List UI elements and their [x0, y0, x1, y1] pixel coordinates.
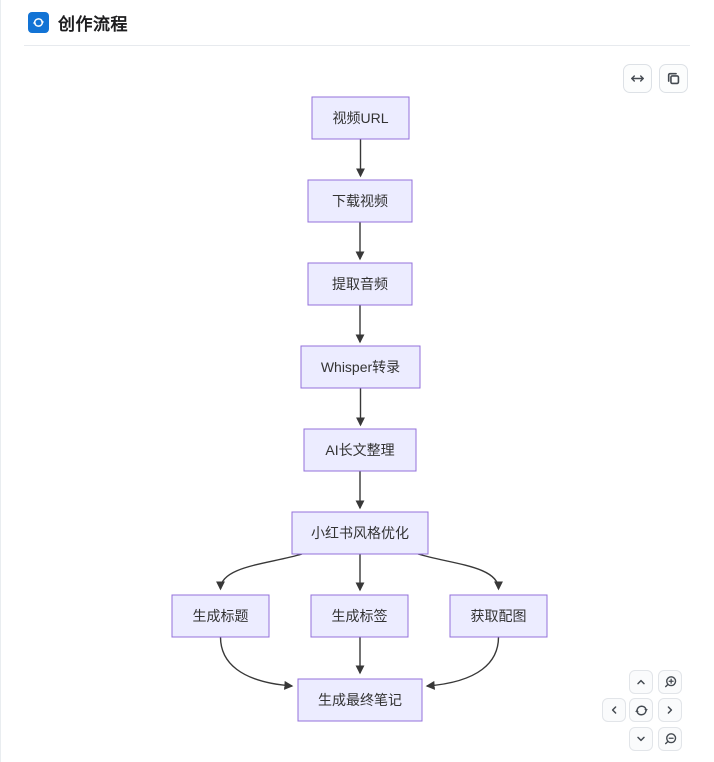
- copy-icon: [667, 72, 680, 85]
- node-label: 视频URL: [332, 110, 388, 126]
- node-label: 获取配图: [471, 608, 527, 624]
- edge-title-final: [219, 636, 294, 690]
- flowchart-node-fetch-images: 获取配图: [449, 594, 548, 638]
- node-label: Whisper转录: [321, 359, 400, 375]
- node-label: 提取音频: [332, 276, 388, 292]
- edge-style-images: [417, 553, 503, 591]
- node-label: 小红书风格优化: [311, 525, 409, 541]
- node-label: 生成标题: [193, 608, 249, 624]
- magnifier-minus-icon: [664, 732, 676, 744]
- flowchart-canvas[interactable]: 视频URL 下载视频 提取音频 Whisper转录 AI长文整理 小红书风格优化…: [1, 46, 714, 762]
- flowchart-node-ai-longform: AI长文整理: [303, 428, 417, 472]
- zoom-out-button[interactable]: [658, 727, 682, 751]
- edge-images-final: [425, 636, 500, 690]
- sync-icon: [634, 705, 648, 715]
- flowchart-node-final-note: 生成最终笔记: [297, 678, 423, 722]
- node-label: 生成最终笔记: [318, 692, 402, 708]
- page-header: 创作流程: [1, 0, 714, 45]
- sync-glyph: [32, 18, 45, 27]
- chevron-up-icon: [637, 679, 645, 685]
- flowchart-node-extract-audio: 提取音频: [307, 262, 413, 306]
- fit-width-button[interactable]: [623, 64, 652, 93]
- magnifier-plus-icon: [664, 675, 676, 687]
- edge-style-title: [216, 553, 303, 591]
- arrows-horizontal-icon: [631, 75, 644, 82]
- header-divider: [24, 45, 690, 46]
- pan-down-button[interactable]: [629, 727, 653, 751]
- pan-left-button[interactable]: [602, 698, 626, 722]
- chevron-left-icon: [611, 706, 617, 714]
- zoom-in-button[interactable]: [658, 670, 682, 694]
- node-label: 下载视频: [332, 193, 388, 209]
- flowchart-node-xiaohongshu-style: 小红书风格优化: [291, 511, 429, 555]
- flowchart-node-whisper-transcribe: Whisper转录: [300, 345, 421, 389]
- page-title: 创作流程: [58, 15, 128, 34]
- node-label: 生成标签: [332, 608, 388, 624]
- pan-up-button[interactable]: [629, 670, 653, 694]
- chevron-right-icon: [667, 706, 673, 714]
- flowchart-node-download-video: 下载视频: [307, 179, 413, 223]
- flowchart-edges: [216, 139, 503, 690]
- reset-view-button[interactable]: [629, 698, 653, 722]
- flowchart-node-video-url: 视频URL: [311, 96, 410, 140]
- flowchart-node-generate-title: 生成标题: [171, 594, 270, 638]
- node-label: AI长文整理: [325, 442, 394, 458]
- sync-badge-icon: [28, 12, 49, 33]
- chevron-down-icon: [637, 736, 645, 742]
- flowchart-node-generate-tags: 生成标签: [310, 594, 409, 638]
- pan-right-button[interactable]: [658, 698, 682, 722]
- copy-button[interactable]: [659, 64, 688, 93]
